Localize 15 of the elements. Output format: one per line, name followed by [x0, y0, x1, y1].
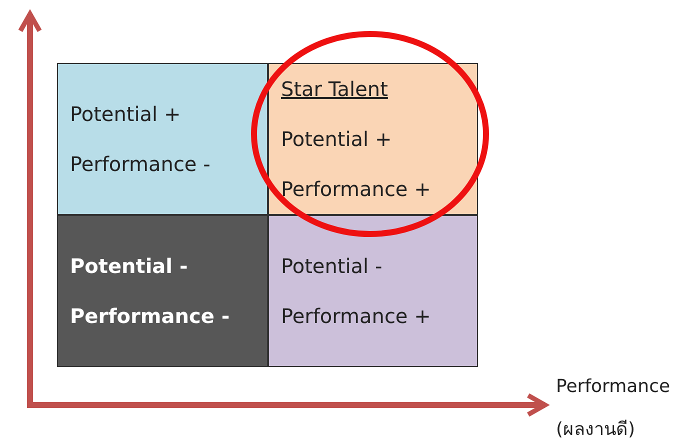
axis-label: (ผลงานดี): [556, 418, 636, 439]
quadrant-cell: [57, 215, 268, 367]
quadrant-cell: [268, 215, 478, 367]
quadrant-text: Performance -: [70, 151, 210, 178]
quadrant-text: Potential +: [281, 126, 392, 153]
quadrant-text: Performance +: [281, 176, 431, 203]
quadrant-text: Potential -: [70, 253, 188, 280]
axis-label: Performance: [556, 376, 670, 397]
quadrant-heading: Star Talent: [281, 76, 388, 103]
quadrant-text: Performance +: [281, 303, 431, 330]
quadrant-cell: [268, 63, 478, 215]
quadrant-cell: [57, 63, 268, 215]
quadrant-text: Potential +: [70, 101, 181, 128]
quadrant-text: Potential -: [281, 253, 382, 280]
quadrant-text: Performance -: [70, 303, 230, 330]
